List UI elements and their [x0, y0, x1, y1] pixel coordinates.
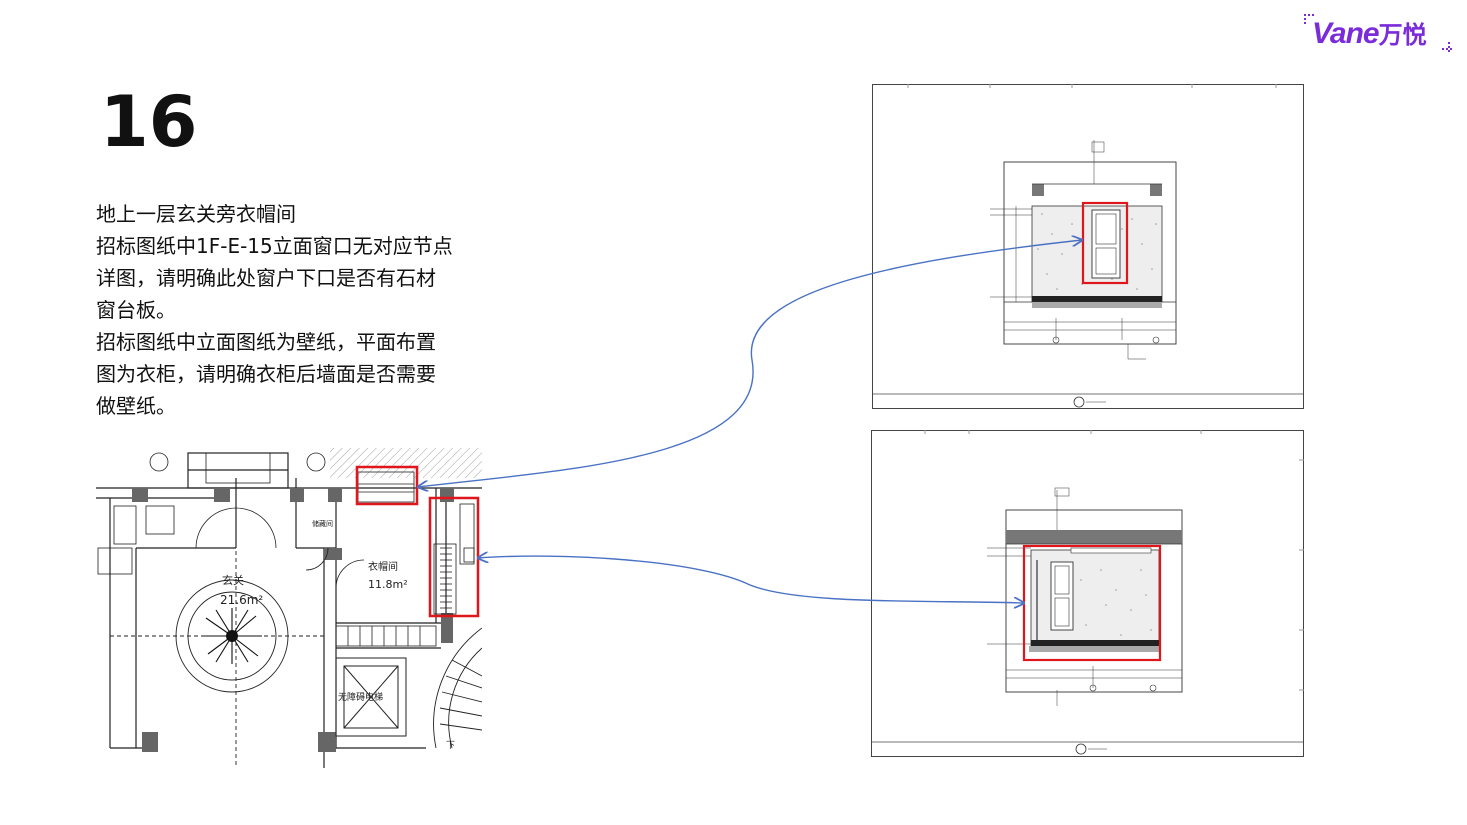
description-line: 图为衣柜，请明确衣柜后墙面是否需要	[96, 362, 436, 386]
brand-logo: Vane万悦	[1302, 10, 1454, 54]
floor-plan-drawing: 玄关 21.6m² 衣帽间 11.8m² 无障碍电梯 储藏间 下	[96, 448, 482, 770]
page-number: 16	[100, 81, 198, 163]
logo-corner-bottom	[1442, 48, 1452, 52]
room-area-foyer: 21.6m²	[220, 593, 263, 607]
logo-corner-left	[1304, 14, 1308, 24]
room-area-cloakroom: 11.8m²	[368, 578, 408, 591]
description-line: 地上一层玄关旁衣帽间	[96, 202, 296, 226]
description-text: 地上一层玄关旁衣帽间 招标图纸中1F-E-15立面窗口无对应节点 详图，请明确此…	[96, 198, 491, 422]
stair-down-mark: 下	[446, 741, 455, 751]
description-line: 窗台板。	[96, 298, 176, 322]
elevation-drawing-bottom	[871, 430, 1304, 757]
logo-latin: Vane	[1312, 17, 1380, 50]
room-label-cloakroom: 衣帽间	[368, 560, 398, 573]
description-line: 招标图纸中立面图纸为壁纸，平面布置	[96, 330, 436, 354]
logo-chinese: 万悦	[1378, 22, 1427, 49]
room-label-storage: 储藏间	[312, 519, 333, 528]
logo-corner-right	[1448, 42, 1452, 52]
elevation-drawing-top	[872, 84, 1304, 409]
highlight-wardrobe	[428, 496, 480, 618]
room-label-foyer: 玄关	[222, 573, 244, 587]
room-label-elevator: 无障碍电梯	[338, 691, 383, 703]
logo-corner-top	[1304, 14, 1314, 18]
logo-text: Vane万悦	[1312, 15, 1427, 51]
description-line: 详图，请明确此处窗户下口是否有石材	[96, 266, 436, 290]
description-line: 招标图纸中1F-E-15立面窗口无对应节点	[96, 234, 453, 258]
description-line: 做壁纸。	[96, 394, 176, 418]
